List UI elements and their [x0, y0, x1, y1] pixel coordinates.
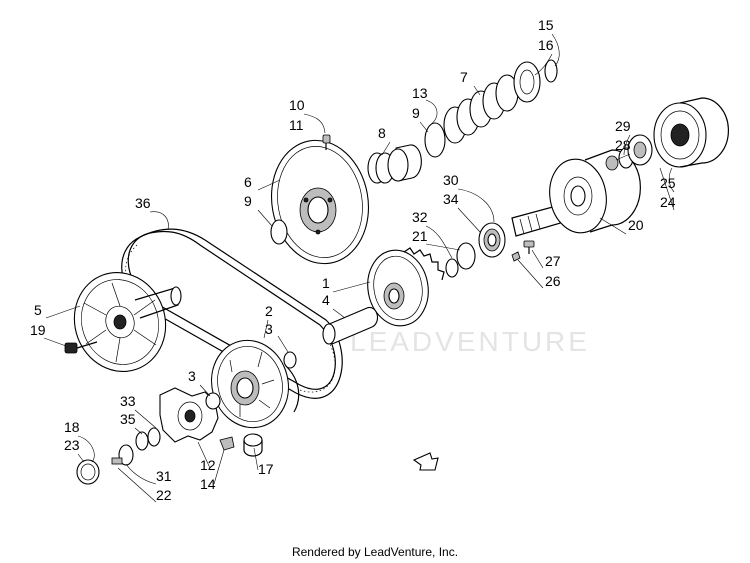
leader-lines [43, 33, 675, 503]
footer-credit: Rendered by LeadVenture, Inc. [291, 545, 459, 559]
bushing-3 [283, 351, 297, 369]
callout-25: 25 [660, 175, 676, 191]
washer-stack [76, 427, 161, 485]
roller-14 [219, 436, 235, 451]
sleeve-shaft-4 [322, 306, 379, 345]
callout-32: 32 [412, 209, 428, 225]
callout-9: 9 [412, 105, 420, 121]
callout-30: 30 [443, 172, 459, 188]
fixed-sheave-6 [270, 139, 370, 265]
callout-23: 23 [64, 437, 80, 453]
washer-9a [270, 219, 288, 245]
moveable-sheave-2 [211, 339, 300, 429]
sleeve-17 [243, 433, 263, 457]
callout-35: 35 [120, 411, 136, 427]
callout-22: 22 [156, 487, 172, 503]
callout-4: 4 [322, 292, 330, 308]
washer-32 [445, 258, 459, 278]
key-26 [511, 251, 521, 262]
callout-21: 21 [412, 228, 428, 244]
washer-3 [205, 392, 221, 410]
callout-26: 26 [545, 273, 561, 289]
drive-sheave-1 [367, 247, 445, 327]
callout-20: 20 [628, 217, 644, 233]
callout-10: 10 [289, 97, 305, 113]
clutch-housing-20 [511, 149, 641, 237]
callout-1: 1 [322, 275, 330, 291]
callout-9: 9 [244, 193, 252, 209]
callout-27: 27 [545, 253, 561, 269]
callout-15: 15 [538, 17, 554, 33]
callout-12: 12 [200, 457, 216, 473]
callout-13: 13 [412, 85, 428, 101]
nut-29 [605, 155, 619, 171]
callout-24: 24 [660, 194, 676, 210]
callout-28: 28 [615, 137, 631, 153]
callout-19: 19 [30, 322, 46, 338]
cap-screw-10 [322, 134, 331, 150]
callout-7: 7 [460, 69, 468, 85]
callout-6: 6 [244, 174, 252, 190]
bolt-19 [64, 341, 98, 354]
callout-18: 18 [64, 419, 80, 435]
washer-21 [456, 242, 476, 270]
bearing-25 [627, 134, 653, 166]
direction-arrow-icon [412, 452, 439, 471]
callout-17: 17 [258, 461, 274, 477]
callout-11: 11 [289, 117, 304, 133]
callout-14: 14 [200, 476, 216, 492]
spider-33 [159, 387, 219, 443]
callout-36: 36 [135, 195, 151, 211]
callout-5: 5 [34, 302, 42, 318]
callout-8: 8 [378, 125, 386, 141]
callout-34: 34 [443, 191, 459, 207]
watermark-text: LEADVENTURE [350, 326, 590, 357]
clutch-cover-24 [653, 97, 730, 168]
callout-16: 16 [538, 37, 554, 53]
bearing-30 [478, 222, 506, 258]
drive-sheave-5 [73, 272, 182, 372]
callout-29: 29 [615, 118, 631, 134]
callout-2: 2 [265, 303, 273, 319]
pin-27 [523, 240, 535, 254]
callout-3: 3 [188, 368, 196, 384]
callout-33: 33 [120, 393, 136, 409]
callout-31: 31 [156, 468, 172, 484]
callout-3: 3 [265, 321, 273, 337]
spring-group [367, 59, 558, 184]
